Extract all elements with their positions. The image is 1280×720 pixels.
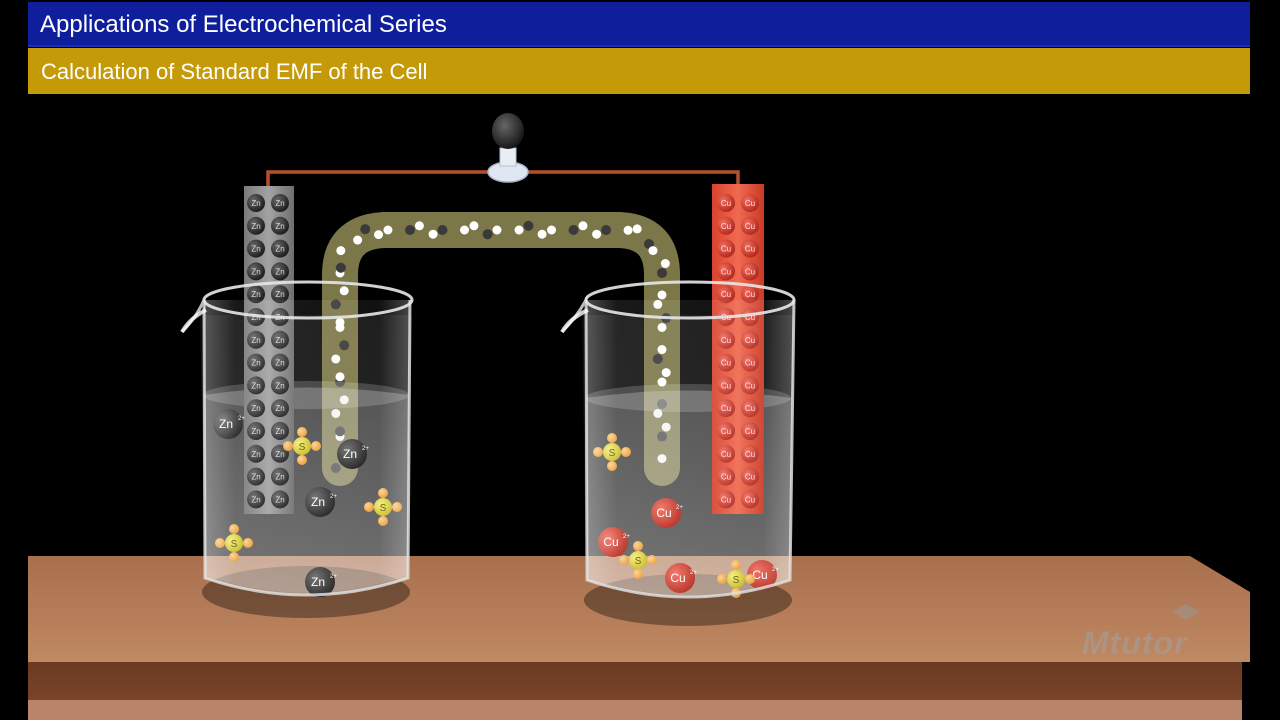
- salt-bridge-cation: [492, 225, 502, 235]
- salt-bridge-cation: [428, 229, 438, 239]
- copper-atom-label: Cu: [745, 267, 755, 276]
- zinc-atom-label: Zn: [275, 245, 284, 254]
- page-title: Applications of Electrochemical Series: [40, 11, 447, 38]
- copper-atom-label: Cu: [721, 222, 731, 231]
- copper-atom: Cu: [717, 285, 735, 304]
- salt-bridge-cation: [374, 230, 384, 240]
- zinc-atom: Zn: [271, 262, 289, 281]
- zinc-atom-label: Zn: [251, 267, 260, 276]
- subtitle-bar: Calculation of Standard EMF of the Cell: [28, 48, 1250, 94]
- salt-bridge-anion: [482, 229, 493, 240]
- title-bar: Applications of Electrochemical Series: [28, 2, 1250, 47]
- salt-bridge-cation: [578, 221, 588, 231]
- copper-atom-label: Cu: [745, 245, 755, 254]
- right-beaker: [560, 280, 796, 599]
- copper-atom-label: Cu: [721, 199, 731, 208]
- salt-bridge-cation: [657, 290, 667, 300]
- zinc-atom-label: Zn: [251, 199, 260, 208]
- zinc-atom-label: Zn: [275, 290, 284, 299]
- salt-bridge-cation: [537, 229, 547, 239]
- salt-bridge-anion: [335, 262, 346, 273]
- salt-bridge-cation: [514, 225, 524, 235]
- copper-atom-label: Cu: [721, 267, 731, 276]
- salt-bridge-cation: [547, 225, 557, 235]
- copper-atom-label: Cu: [745, 199, 755, 208]
- salt-bridge-anion: [360, 224, 371, 235]
- salt-bridge-cation: [623, 225, 633, 235]
- bulb-icon: [487, 113, 529, 183]
- zinc-atom: Zn: [247, 194, 265, 212]
- salt-bridge-cation: [632, 224, 642, 234]
- zinc-atom: Zn: [247, 262, 265, 281]
- copper-atom: Cu: [741, 216, 759, 235]
- salt-bridge-cation: [383, 225, 393, 235]
- zinc-atom-label: Zn: [275, 267, 284, 276]
- zinc-atom: Zn: [271, 239, 289, 258]
- watermark-text: Mtutor: [1082, 625, 1188, 661]
- salt-bridge-cation: [336, 246, 346, 256]
- zinc-atom-label: Zn: [275, 199, 284, 208]
- zinc-atom: Zn: [247, 216, 265, 235]
- copper-atom-label: Cu: [745, 290, 755, 299]
- zinc-atom-label: Zn: [251, 290, 260, 299]
- zinc-atom-label: Zn: [251, 245, 260, 254]
- zinc-atom: Zn: [271, 285, 289, 304]
- salt-bridge-anion: [568, 225, 579, 235]
- salt-bridge-cation: [592, 229, 602, 239]
- copper-atom-label: Cu: [721, 290, 731, 299]
- salt-bridge-cation: [660, 259, 670, 269]
- copper-atom: Cu: [717, 262, 735, 281]
- salt-bridge-cation: [648, 246, 658, 256]
- copper-atom-label: Cu: [745, 222, 755, 231]
- salt-bridge-anion: [437, 225, 448, 235]
- salt-bridge-anion: [404, 225, 415, 235]
- zinc-atom: Zn: [271, 216, 289, 235]
- zinc-atom: Zn: [247, 285, 265, 304]
- zinc-atom: Zn: [271, 194, 289, 212]
- copper-atom: Cu: [717, 239, 735, 258]
- copper-atom: Cu: [741, 239, 759, 258]
- salt-bridge-anion: [523, 220, 534, 231]
- mtutor-logo-icon: [1172, 604, 1200, 620]
- salt-bridge-cation: [353, 235, 363, 245]
- page-subtitle: Calculation of Standard EMF of the Cell: [41, 59, 428, 84]
- salt-bridge-anion: [657, 267, 667, 278]
- zinc-atom: Zn: [247, 239, 265, 258]
- salt-bridge-anion: [601, 225, 612, 235]
- copper-atom: Cu: [717, 216, 735, 235]
- left-beaker: [180, 280, 414, 597]
- salt-bridge-cation: [469, 221, 479, 231]
- copper-atom: Cu: [741, 262, 759, 281]
- copper-atom-label: Cu: [721, 245, 731, 254]
- salt-bridge-cation: [460, 225, 470, 235]
- salt-bridge-cation: [339, 286, 349, 296]
- copper-atom: Cu: [741, 194, 759, 212]
- salt-bridge-cation: [414, 221, 424, 231]
- zinc-atom-label: Zn: [251, 222, 260, 231]
- copper-atom: Cu: [717, 194, 735, 212]
- zinc-atom-label: Zn: [275, 222, 284, 231]
- copper-atom: Cu: [741, 285, 759, 304]
